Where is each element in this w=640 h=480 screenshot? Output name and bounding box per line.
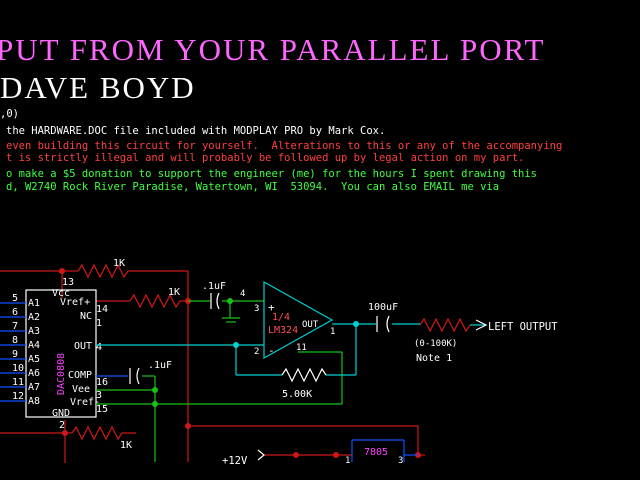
note-label: Note 1	[416, 353, 452, 364]
plus12v-label: +12V	[222, 455, 248, 467]
junction-dot	[233, 342, 239, 348]
opamp-fraction: 1/4	[272, 312, 290, 323]
input-capacitor	[210, 292, 220, 310]
regulator-name: 7805	[364, 447, 388, 458]
dac-pin-number: 5	[12, 293, 18, 304]
warning-line-2: t is strictly illegal and will probably …	[6, 152, 525, 164]
regulator-pin-1: 1	[345, 456, 350, 466]
junction-dot	[353, 321, 359, 327]
donation-line-1: o make a $5 donation to support the engi…	[6, 168, 538, 180]
output-cap-label: 100uF	[368, 302, 398, 313]
dac-pin-16: 16	[96, 377, 108, 388]
junction-dot	[185, 423, 191, 429]
feedback-resistor	[281, 367, 327, 383]
dac-vcc-label: Vcc	[52, 288, 70, 299]
pot-range-label: (0-100K)	[414, 339, 457, 349]
dac-vref-minus-label: Vref-	[70, 397, 100, 408]
dac-pin-number: 10	[12, 363, 24, 374]
dac-pin-label: A6	[28, 368, 40, 379]
opamp-pin-3: 3	[254, 304, 259, 314]
junction-dot	[152, 387, 158, 393]
dac-pin-label: A7	[28, 382, 40, 393]
dac-pin-15: 15	[96, 404, 108, 415]
dac-pin-label: A5	[28, 354, 40, 365]
dac-pin-label: A4	[28, 340, 40, 351]
dac-pin-label: A8	[28, 396, 40, 407]
junction-dot	[293, 452, 299, 458]
dac-pin-number: 11	[12, 377, 24, 388]
dac-pin-number: 6	[12, 307, 18, 318]
dac-input-pins	[0, 302, 26, 402]
feedback-resistor-label: 5.00K	[282, 389, 312, 400]
dac-pin-2: 2	[59, 420, 65, 431]
dac-comp-label: COMP	[68, 370, 92, 381]
author-name: DAVE BOYD	[0, 70, 196, 105]
dac-chip-label: DAC0808	[56, 353, 67, 395]
dac-pin-label: A3	[28, 326, 40, 337]
dac-pin-3: 3	[96, 390, 102, 401]
resistor-bottom-label: 1K	[120, 440, 132, 451]
opamp-pin-4: 4	[240, 289, 245, 299]
dac-pin-number: 7	[12, 321, 18, 332]
dac-pin-14: 14	[96, 304, 108, 315]
output-capacitor	[376, 315, 390, 333]
dac-gnd-label: GND	[52, 408, 70, 419]
dac-pin-label: A2	[28, 312, 40, 323]
resistor-top-label: 1K	[113, 258, 125, 269]
dac-vref-plus-label: Vref+	[60, 297, 90, 308]
warning-line-1: even building this circuit for yourself.…	[6, 140, 563, 152]
junction-dot	[59, 268, 65, 274]
opamp-plus: +	[268, 301, 275, 314]
dac-pin-label: A1	[28, 298, 40, 309]
junction-dot	[227, 298, 233, 304]
dac-pin-4: 4	[96, 342, 102, 353]
donation-line-2: d, W2740 Rock River Paradise, Watertown,…	[6, 181, 500, 193]
opamp-minus: -	[268, 344, 275, 357]
regulator-pin-3: 3	[398, 456, 403, 466]
dac-pin-number: 8	[12, 335, 18, 346]
opamp-pin-2: 2	[254, 347, 259, 357]
plus12v-arrow-icon	[257, 449, 265, 461]
junction-dot	[62, 430, 68, 436]
dac-pin-number: 9	[12, 349, 18, 360]
dac-chip-body	[25, 289, 97, 418]
junction-dot	[152, 401, 158, 407]
comp-cap-label: .1uF	[148, 360, 172, 371]
opamp-body	[263, 280, 334, 360]
info-line-1: the HARDWARE.DOC file included with MODP…	[6, 125, 386, 137]
resistor-vref-label: 1K	[168, 287, 180, 298]
opamp-name: LM324	[268, 325, 298, 336]
dac-out-label: OUT	[74, 341, 92, 352]
opamp-pin-11: 11	[296, 343, 307, 353]
dac-pin-labels: 5 A1 6 A2 7 A3 8 A4 9 A5 10 A6 11 A7 12 …	[12, 277, 108, 431]
opamp-pin-1: 1	[330, 327, 335, 337]
dac-vee-label: Vee	[72, 384, 90, 395]
left-output-label: LEFT OUTPUT	[488, 321, 558, 333]
red-resistors	[71, 263, 471, 441]
junction-dot	[333, 452, 339, 458]
regulator-outline	[351, 439, 418, 462]
input-cap-label: .1uF	[202, 281, 226, 292]
red-wires	[0, 270, 425, 463]
dac-pin-number: 12	[12, 391, 24, 402]
page-title: PUT FROM YOUR PARALLEL PORT	[0, 32, 546, 67]
comp-capacitor	[129, 367, 140, 385]
dac-pin-13: 13	[62, 277, 74, 288]
dac-nc-label: NC	[80, 311, 92, 322]
opamp-out-label: OUT	[302, 320, 319, 330]
version-text: ,0)	[0, 108, 19, 120]
output-arrow-icon	[475, 319, 488, 331]
dac-pin-1: 1	[96, 318, 102, 329]
